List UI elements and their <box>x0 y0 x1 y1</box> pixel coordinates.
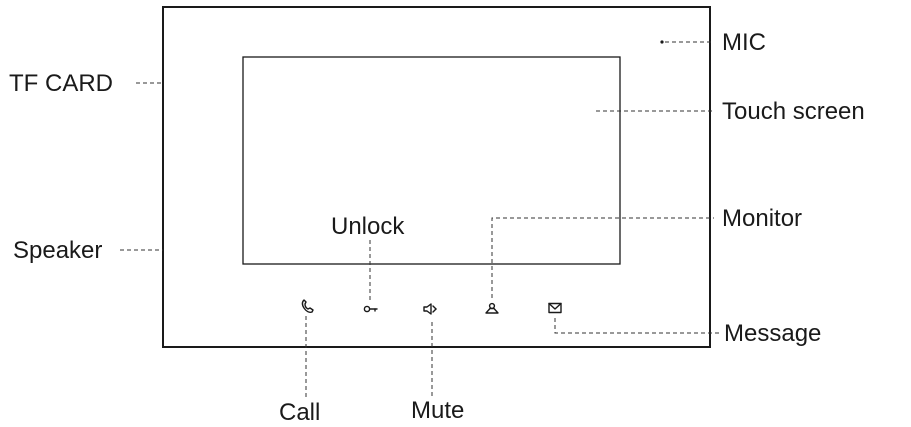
touch-screen-area <box>242 56 621 265</box>
speaker-label: Speaker <box>13 237 102 264</box>
envelope-icon <box>548 302 562 314</box>
tf-card-label: TF CARD <box>9 70 113 97</box>
speaker-mute-icon <box>423 303 437 315</box>
monitor-leader <box>491 217 714 298</box>
unlock-label: Unlock <box>331 213 405 240</box>
monitor-label: Monitor <box>722 205 802 232</box>
person-icon <box>485 302 499 314</box>
call-label: Call <box>279 399 320 426</box>
key-icon <box>363 305 378 313</box>
message-leader <box>554 318 720 334</box>
device-frame <box>162 6 711 348</box>
mic-hole <box>660 40 664 44</box>
mute-label: Mute <box>411 397 464 424</box>
mic-label: MIC <box>722 29 766 56</box>
touch-screen-label: Touch screen <box>722 98 865 125</box>
message-label: Message <box>724 320 821 347</box>
phone-icon <box>301 299 314 313</box>
